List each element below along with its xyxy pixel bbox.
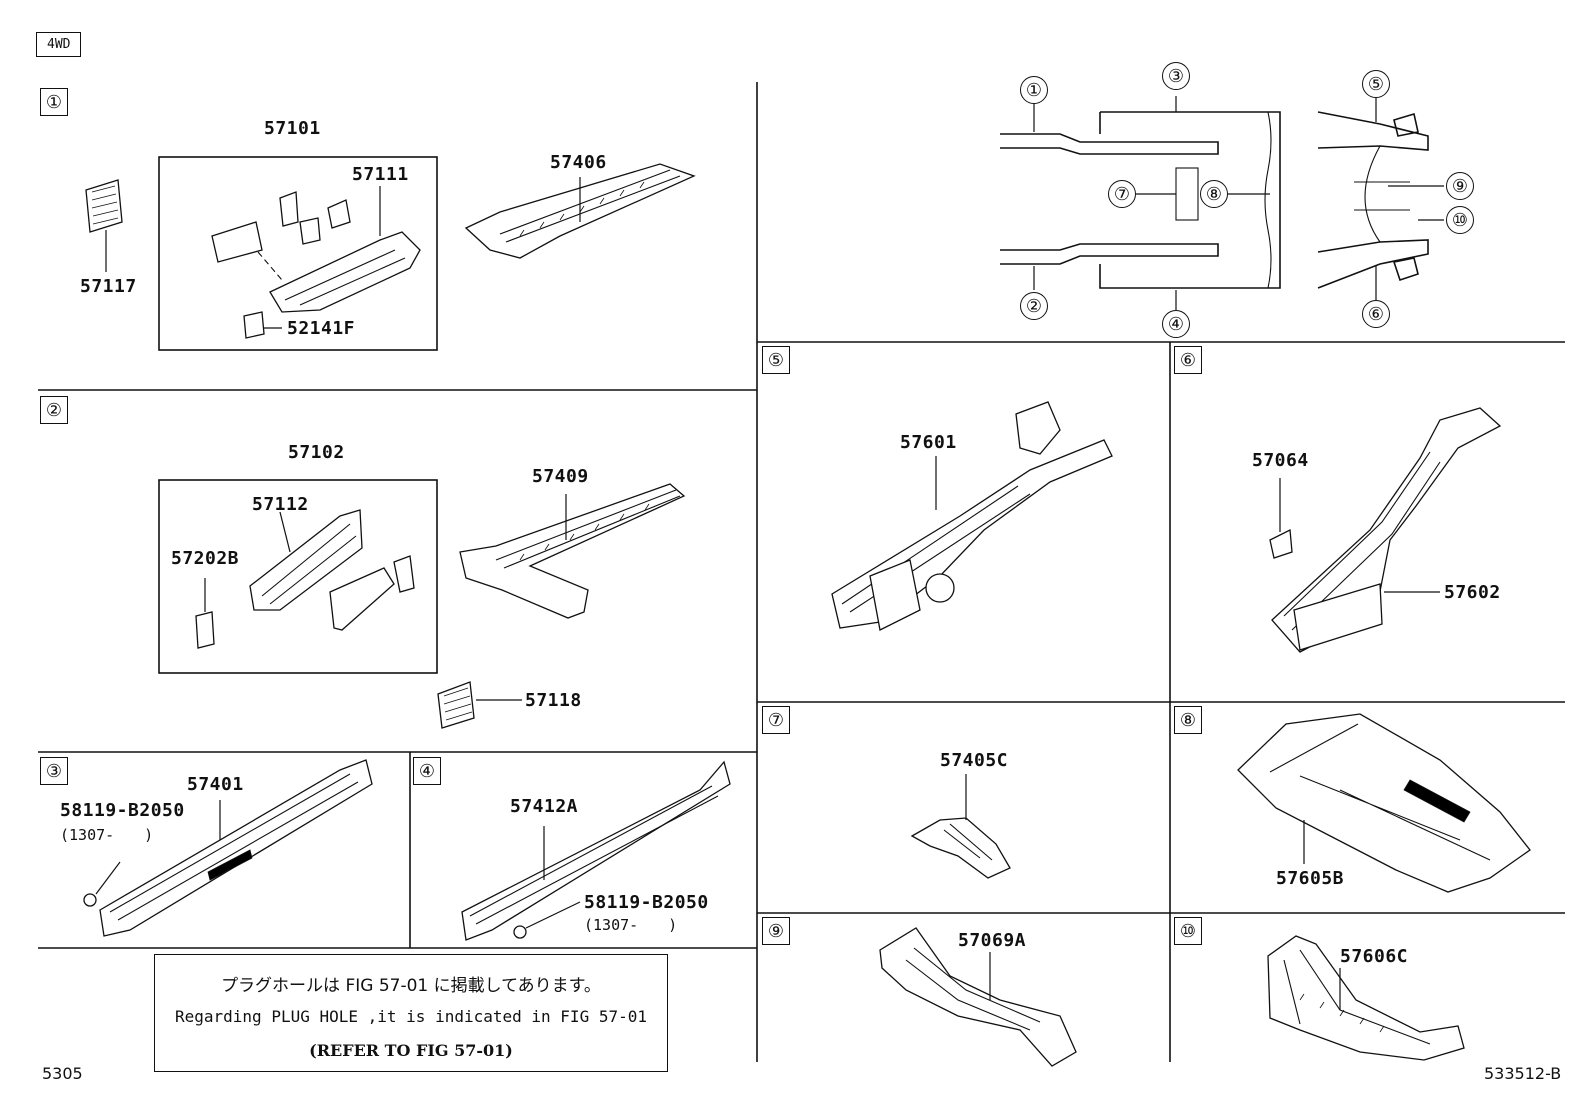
part-label-57602[interactable]: 57602: [1444, 582, 1501, 603]
section-index-9: ⑨: [762, 917, 790, 945]
note-reference[interactable]: (REFER TO FIG 57-01): [309, 1041, 513, 1060]
overview-label-8: ⑧: [1200, 180, 1228, 208]
part-label-57405C[interactable]: 57405C: [940, 750, 1009, 771]
note-english: Regarding PLUG HOLE ,it is indicated in …: [174, 1007, 647, 1026]
footer-left-code: 5305: [42, 1064, 83, 1083]
overview-label-7: ⑦: [1108, 180, 1136, 208]
overview-label-2: ②: [1020, 292, 1048, 320]
part-label-57111[interactable]: 57111: [352, 164, 409, 185]
part-57112-shape: [249, 509, 415, 631]
group-box-57102: [158, 479, 438, 674]
overview-label-4: ④: [1162, 310, 1190, 338]
part-57602-shape: [1271, 407, 1502, 653]
part-label-57409[interactable]: 57409: [532, 466, 589, 487]
part-label-57118[interactable]: 57118: [525, 690, 582, 711]
part-57405C-shape: [910, 774, 1011, 879]
overview-label-9: ⑨: [1446, 172, 1474, 200]
part-label-57605B[interactable]: 57605B: [1276, 868, 1345, 889]
part-label-57064[interactable]: 57064: [1252, 450, 1309, 471]
part-57401-shape: [83, 759, 373, 937]
part-label-58119-B2050-s4[interactable]: 58119-B2050: [584, 892, 709, 913]
part-label-58119-B2050-s3[interactable]: 58119-B2050: [60, 800, 185, 821]
part-label-57406[interactable]: 57406: [550, 152, 607, 173]
part-label-57606C[interactable]: 57606C: [1340, 946, 1409, 967]
group-box-57101: [158, 156, 438, 351]
section-index-5: ⑤: [762, 346, 790, 374]
plug-hole-note: プラグホールは FIG 57-01 に掲載してあります。 Regarding P…: [154, 954, 668, 1072]
overview-label-6: ⑥: [1362, 300, 1390, 328]
part-57064-shape: [1269, 478, 1293, 559]
note-japanese: プラグホールは FIG 57-01 に掲載してあります。: [221, 976, 601, 996]
part-57601-shape: [831, 401, 1113, 631]
section-index-10: ⑩: [1174, 917, 1202, 945]
part-57069A-shape: [879, 927, 1077, 1067]
part-label-57412A[interactable]: 57412A: [510, 796, 579, 817]
date-range-s4: (1307- ): [584, 916, 678, 934]
part-label-57102[interactable]: 57102: [288, 442, 345, 463]
footer-right-code: 533512-B: [1484, 1064, 1562, 1083]
overview-label-1: ①: [1020, 76, 1048, 104]
section-index-7: ⑦: [762, 706, 790, 734]
part-label-57069A[interactable]: 57069A: [958, 930, 1027, 951]
part-57409-shape: [459, 483, 686, 619]
part-label-57117[interactable]: 57117: [80, 276, 137, 297]
part-57406-shape: [464, 163, 696, 259]
part-label-57101[interactable]: 57101: [264, 118, 321, 139]
overview-label-5: ⑤: [1362, 70, 1390, 98]
part-label-57601[interactable]: 57601: [900, 432, 957, 453]
part-57117-shape: [85, 179, 123, 272]
part-57118-shape: [437, 681, 522, 729]
part-label-57112[interactable]: 57112: [252, 494, 309, 515]
part-57111-shape: [211, 186, 421, 313]
part-57412A-shape: [461, 760, 731, 941]
part-label-57401[interactable]: 57401: [187, 774, 244, 795]
section-index-4: ④: [413, 757, 441, 785]
section-index-2: ②: [40, 396, 68, 424]
part-52141F-shape: [243, 311, 282, 339]
part-label-52141F[interactable]: 52141F: [287, 318, 356, 339]
date-range-s3: (1307- ): [60, 826, 154, 844]
overview-label-10: ⑩: [1446, 206, 1474, 234]
part-57202B-shape: [195, 578, 215, 649]
section-index-8: ⑧: [1174, 706, 1202, 734]
part-57606C-shape: [1267, 935, 1465, 1061]
part-57605B-shape: [1237, 713, 1531, 893]
part-label-57202B[interactable]: 57202B: [171, 548, 240, 569]
4wd-tag: 4WD: [36, 32, 82, 57]
section-index-1: ①: [40, 88, 68, 116]
section-index-6: ⑥: [1174, 346, 1202, 374]
overview-frame: [1000, 96, 1444, 310]
section-dividers: [38, 82, 1565, 1062]
overview-label-3: ③: [1162, 62, 1190, 90]
section-index-3: ③: [40, 757, 68, 785]
